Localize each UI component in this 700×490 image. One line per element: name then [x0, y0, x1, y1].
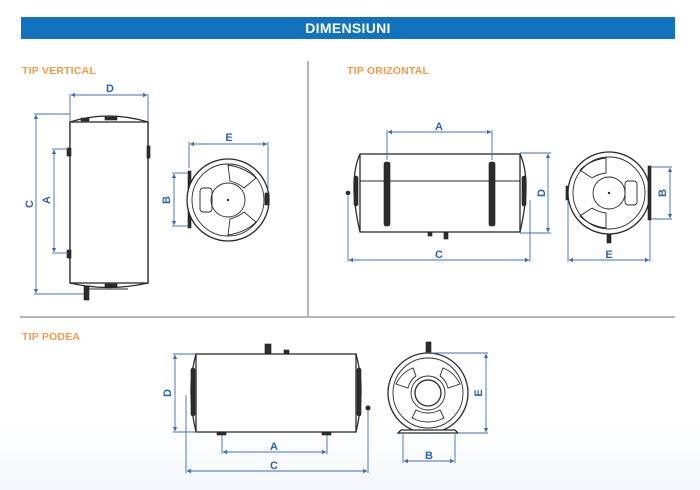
- floor-heater-end-view: [387, 341, 469, 434]
- dim-label-D: D: [106, 83, 114, 95]
- dim-label-A: A: [270, 441, 278, 453]
- section-header-banner: DIMENSIUNI: [21, 17, 675, 39]
- vertical-top-dimensions: E B: [161, 132, 269, 227]
- floor-side-dimensions: D A C: [162, 353, 369, 474]
- dim-label-A: A: [41, 196, 53, 204]
- floor-heater-side-view: [190, 343, 371, 436]
- horizontal-end-dimensions: B E: [567, 166, 673, 263]
- vertical-side-dimensions: D C A: [24, 83, 149, 295]
- dim-label-B: B: [161, 196, 173, 204]
- vertical-heater-side-view: [66, 115, 151, 301]
- label-tip-orizontal: TIP ORIZONTAL: [347, 65, 430, 77]
- floor-end-dimensions: E B: [402, 352, 489, 464]
- dim-label-B: B: [425, 450, 433, 462]
- dim-label-C: C: [435, 249, 443, 261]
- vertical-divider: [307, 61, 309, 317]
- horizontal-heater-end-view: [565, 151, 652, 244]
- dim-label-E: E: [605, 249, 612, 261]
- dim-label-E: E: [473, 389, 485, 396]
- horizontal-divider: [20, 316, 675, 318]
- horizontal-heater-side-view: [345, 153, 527, 240]
- dim-label-D: D: [536, 189, 548, 197]
- dim-label-A: A: [435, 121, 443, 133]
- dim-label-D: D: [162, 389, 174, 397]
- label-tip-vertical: TIP VERTICAL: [22, 65, 96, 77]
- vertical-heater-top-view: [186, 158, 270, 242]
- label-tip-podea: TIP PODEA: [22, 331, 81, 343]
- dim-label-C: C: [270, 460, 278, 472]
- dim-label-E: E: [225, 132, 232, 144]
- horizontal-side-dimensions: A D C: [347, 121, 551, 263]
- dim-label-B: B: [657, 189, 669, 197]
- dim-label-C: C: [24, 200, 36, 208]
- section-header-title: DIMENSIUNI: [305, 20, 391, 36]
